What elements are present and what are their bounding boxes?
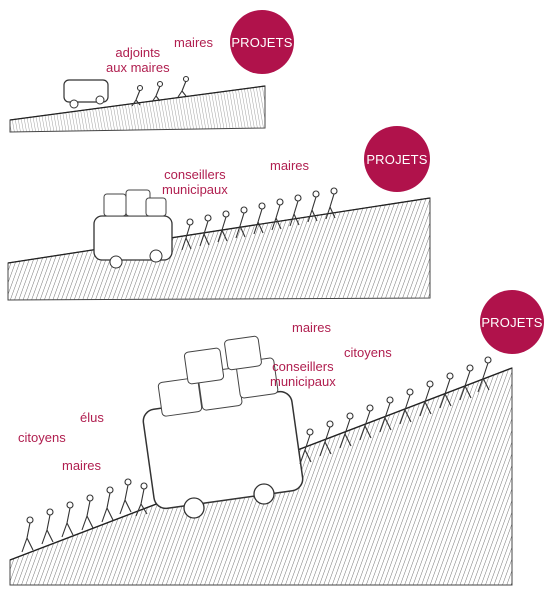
- panel-1-projets-badge: PROJETS: [230, 10, 294, 74]
- panel-2-label-maires: maires: [270, 158, 309, 173]
- panel-3-label-citoyens-left: citoyens: [18, 430, 66, 445]
- panel-3-label-citoyens-right: citoyens: [344, 345, 392, 360]
- panel-1-slope: [10, 86, 265, 132]
- panel-3-projets-badge: PROJETS: [480, 290, 544, 354]
- panel-2-projets-badge: PROJETS: [364, 126, 430, 192]
- panel-3-label-maires-left: maires: [62, 458, 101, 473]
- panel-3-label-conseillers: conseillers municipaux: [270, 359, 336, 389]
- panel-2-label-conseillers: conseillers municipaux: [162, 167, 228, 197]
- panel-3-label-elus: élus: [80, 410, 104, 425]
- panel-2-slope: [8, 198, 430, 300]
- panel-1-cart: [64, 80, 108, 108]
- panel-1-label-adjoints: adjoints aux maires: [106, 45, 170, 75]
- panel-1-label-maires: maires: [174, 35, 213, 50]
- panel-2-cart: [94, 190, 172, 268]
- panel-3-label-maires-top: maires: [292, 320, 331, 335]
